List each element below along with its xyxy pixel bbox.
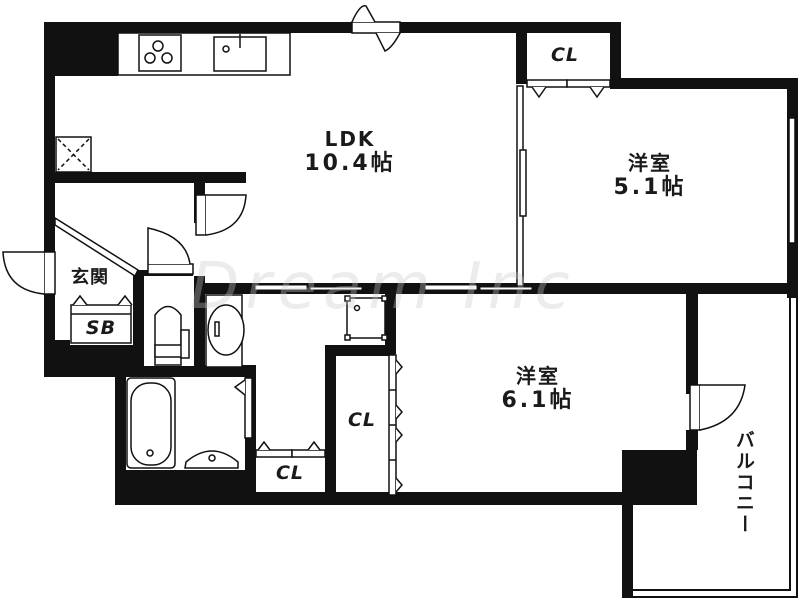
top-door-icon [351, 5, 401, 52]
room-western-2: 洋室 6.1帖 [488, 364, 588, 414]
kitchen-counter [117, 32, 291, 76]
room-size: 6.1帖 [501, 388, 575, 413]
entrance-door-icon [2, 216, 139, 295]
interior-doors [147, 194, 746, 439]
gas-stove-icon [138, 34, 182, 72]
room-name: 洋室 [628, 151, 672, 175]
closet-bottom-doors [255, 440, 326, 458]
washing-machine-space-icon [205, 294, 245, 368]
room-western-1: 洋室 5.1帖 [600, 151, 700, 201]
utility-box [344, 295, 388, 341]
room-size: 5.1帖 [613, 175, 687, 200]
room-balcony: バルコニー [732, 430, 755, 535]
closet-doors [516, 79, 796, 287]
shoe-box [70, 294, 133, 344]
refrigerator-space-icon [55, 136, 92, 173]
sliding-doors [254, 284, 533, 291]
walls [44, 22, 798, 598]
room-name: LDK [324, 127, 376, 151]
toilet-icon [144, 276, 194, 366]
closet-middle-doors [388, 354, 403, 496]
room-closet-middle: CL [347, 409, 377, 431]
balcony-outline [633, 294, 798, 598]
room-entrance: 玄関 [71, 267, 109, 288]
washbasin-icon [184, 450, 239, 469]
room-closet-top: CL [550, 44, 580, 66]
room-shoe-box: SB [85, 317, 117, 339]
room-size: 10.4帖 [304, 151, 396, 176]
bathtub-icon [126, 377, 176, 469]
room-name: 洋室 [516, 364, 560, 388]
room-ldk: LDK 10.4帖 [290, 127, 410, 177]
room-closet-bottom: CL [275, 462, 305, 484]
